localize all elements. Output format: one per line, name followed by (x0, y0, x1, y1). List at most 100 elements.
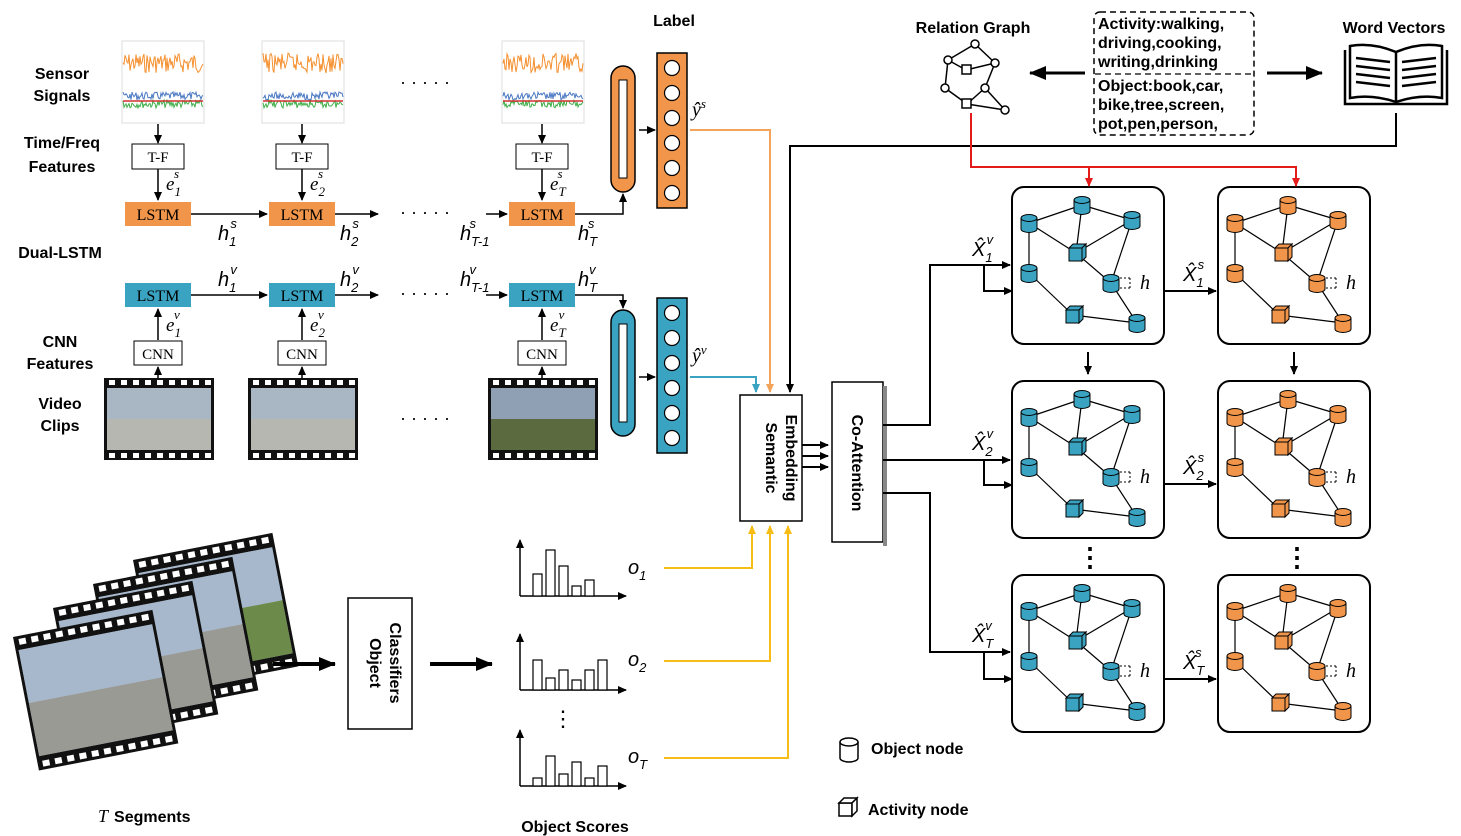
output-neuron (665, 406, 680, 421)
score-bar (572, 762, 581, 786)
graph-h-label: h (1346, 272, 1356, 294)
cnn-box-label: CNN (142, 347, 174, 363)
sensor-signal-plot-3 (502, 41, 584, 123)
hT-1-v-label: hT-1v (460, 262, 489, 295)
ellipsis-sensor-lstm: · · · · · (400, 202, 450, 222)
o1-label: o1 (628, 557, 646, 583)
video-lstm-to-classifier-arrow (575, 295, 623, 308)
object-node (1129, 703, 1145, 721)
object-node (1227, 215, 1243, 233)
video-lstm-label: LSTM (521, 288, 564, 305)
vocab-line-6: pot,pen,person, (1098, 116, 1218, 133)
score-bar (559, 670, 568, 690)
object-node (1280, 391, 1296, 409)
score-bar (598, 766, 607, 786)
output-neuron (665, 111, 680, 126)
activity-node (1069, 244, 1086, 261)
vocab-line-1: Activity:walking, (1098, 16, 1224, 33)
graph-h-label: h (1140, 660, 1150, 682)
dual-lstm-label: Dual-LSTM (18, 245, 102, 262)
score-vdots: ⋮ (552, 706, 574, 731)
object-score-labels: o1 o2 oT (628, 557, 648, 772)
h1-s-label: h1s (218, 216, 237, 249)
e-s-label: e1s (166, 166, 181, 199)
object-node (1227, 653, 1243, 671)
vocab-line-3: writing,drinking (1097, 54, 1218, 71)
hT-s-label: hTs (578, 216, 598, 249)
object-score-histogram-1 (520, 540, 626, 596)
y-hat-s-label: ŷs (690, 96, 706, 121)
xhat-T-s: X̂Ts (1182, 645, 1205, 678)
activity-node (1069, 632, 1086, 649)
time-freq-label-1: Time/Freq (24, 135, 100, 152)
sensor-output-layer (657, 53, 687, 208)
ellipsis-signals: · · · · · (400, 72, 450, 92)
score-bar (585, 778, 594, 786)
object-node (1124, 406, 1140, 424)
object-node (1227, 459, 1243, 477)
object-node (1330, 406, 1346, 424)
object-node (1021, 265, 1037, 283)
e-s-label: eTs (550, 166, 566, 199)
video-clips-label-1: Video (38, 396, 82, 413)
output-neuron (665, 306, 680, 321)
h2-s-label: h2s (340, 216, 359, 249)
graph-h-label: h (1346, 466, 1356, 488)
object-classifiers-label-1: Object (366, 638, 383, 688)
co-attention-shadow (883, 386, 887, 546)
graph-panel-sensor-2: h (1218, 381, 1370, 538)
object-node (1227, 603, 1243, 621)
co-attention-label: Co-Attention (848, 415, 865, 512)
object-node (1280, 585, 1296, 603)
e-v-label: e1v (166, 307, 181, 340)
video-clip-frame (104, 378, 214, 460)
object-node (1227, 409, 1243, 427)
video-output-layer (657, 298, 687, 453)
score-bar (572, 586, 581, 596)
object-node (1021, 459, 1037, 477)
graph-h-label: h (1346, 660, 1356, 682)
sensor-lstm-label: LSTM (281, 207, 324, 224)
cnn-features-label-2: Features (27, 356, 94, 373)
word-vectors-title: Word Vectors (1343, 20, 1446, 37)
graph-grid: h h h h h h (984, 187, 1370, 732)
sensor-lstm-label: LSTM (137, 207, 180, 224)
cnn-features-label-1: CNN (43, 334, 78, 351)
object-node (1330, 212, 1346, 230)
graph-panel-video-1: h (984, 187, 1164, 344)
coatt-row1-arrow (883, 265, 1010, 425)
cnn-box-label: CNN (286, 347, 318, 363)
graph-h-label: h (1140, 466, 1150, 488)
activity-node (1272, 694, 1289, 711)
score-bar (598, 660, 607, 690)
o1-to-embedding-arrow (664, 526, 752, 568)
h1-v-label: h1v (218, 262, 238, 295)
output-neuron (665, 161, 680, 176)
graph-panel-video-2: h (984, 381, 1164, 538)
object-node (1309, 663, 1325, 681)
object-node (1021, 215, 1037, 233)
graph-input-bracket (984, 265, 1012, 291)
score-bar (559, 774, 568, 786)
object-node (1280, 197, 1296, 215)
relation-graph-title: Relation Graph (916, 20, 1031, 37)
activity-node (1272, 306, 1289, 323)
object-score-histograms (520, 540, 626, 786)
tf-box-label: T-F (147, 150, 168, 166)
score-bar (533, 574, 542, 596)
object-node (1103, 275, 1119, 293)
video-clips-label-2: Clips (40, 418, 79, 435)
output-neuron (665, 186, 680, 201)
sensor-lstm-to-classifier-arrow (575, 194, 623, 214)
object-node (1074, 585, 1090, 603)
ellipsis-video-clips: · · · · · (400, 408, 450, 428)
activity-node (1066, 694, 1083, 711)
activity-node (1275, 438, 1292, 455)
vocab-line-2: driving,cooking, (1098, 35, 1222, 52)
sensor-signal-plot-2 (262, 41, 344, 123)
graph-input-bracket (984, 653, 1012, 679)
h2-v-label: h2v (340, 262, 360, 295)
output-neuron (665, 136, 680, 151)
object-node (1335, 703, 1351, 721)
